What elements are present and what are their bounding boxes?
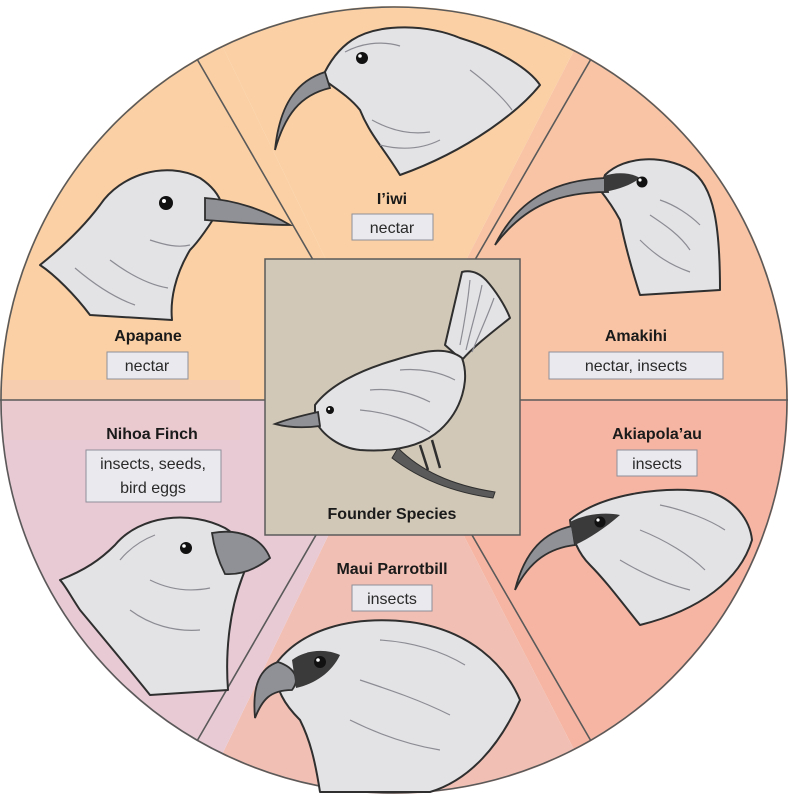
founder-title: Founder Species [328,506,457,523]
label-parrotbill: Maui Parrotbill insects [336,561,448,612]
diet-box-iiwi [351,213,434,241]
diet-amakihi: nectar, insects [585,358,687,375]
label-amakihi: Amakihi nectar, insects [548,328,724,380]
diet-box-apapane [106,351,189,380]
diet-box-amakihi [548,351,724,380]
label-akiapolaau: Akiapola’au insects [612,426,702,477]
diet-box-parrotbill [351,584,433,612]
species-name-amakihi: Amakihi [605,328,667,345]
akiapolaau-head-icon [514,488,753,626]
diet-akiapolaau: insects [632,456,682,473]
iiwi-head-icon [274,26,541,176]
label-apapane: Apapane nectar [106,328,189,380]
species-name-apapane: Apapane [114,328,182,345]
label-iiwi: I’iwi nectar [351,191,434,241]
diet-nihoa-line2: bird eggs [120,480,186,497]
songbird-icon [272,270,511,499]
species-name-akiapolaau: Akiapola’au [612,426,702,443]
amakihi-head-icon [494,158,721,296]
diet-iiwi: nectar [370,220,415,237]
diet-box-akiapolaau [616,449,698,477]
species-name-iiwi: I’iwi [377,191,407,208]
label-nihoa-finch: Nihoa Finch insects, seeds, bird eggs [85,426,222,503]
founder-species-panel: Founder Species [264,258,521,536]
parrotbill-head-icon [253,619,521,793]
diet-nihoa-line1: insects, seeds, [100,456,206,473]
species-name-nihoa: Nihoa Finch [106,426,198,443]
diet-parrotbill: insects [367,591,417,608]
species-name-parrotbill: Maui Parrotbill [336,561,447,578]
finch-head-icon [59,516,272,696]
diet-apapane: nectar [125,358,170,375]
diet-box-nihoa [85,449,222,503]
apapane-head-icon [39,169,294,321]
